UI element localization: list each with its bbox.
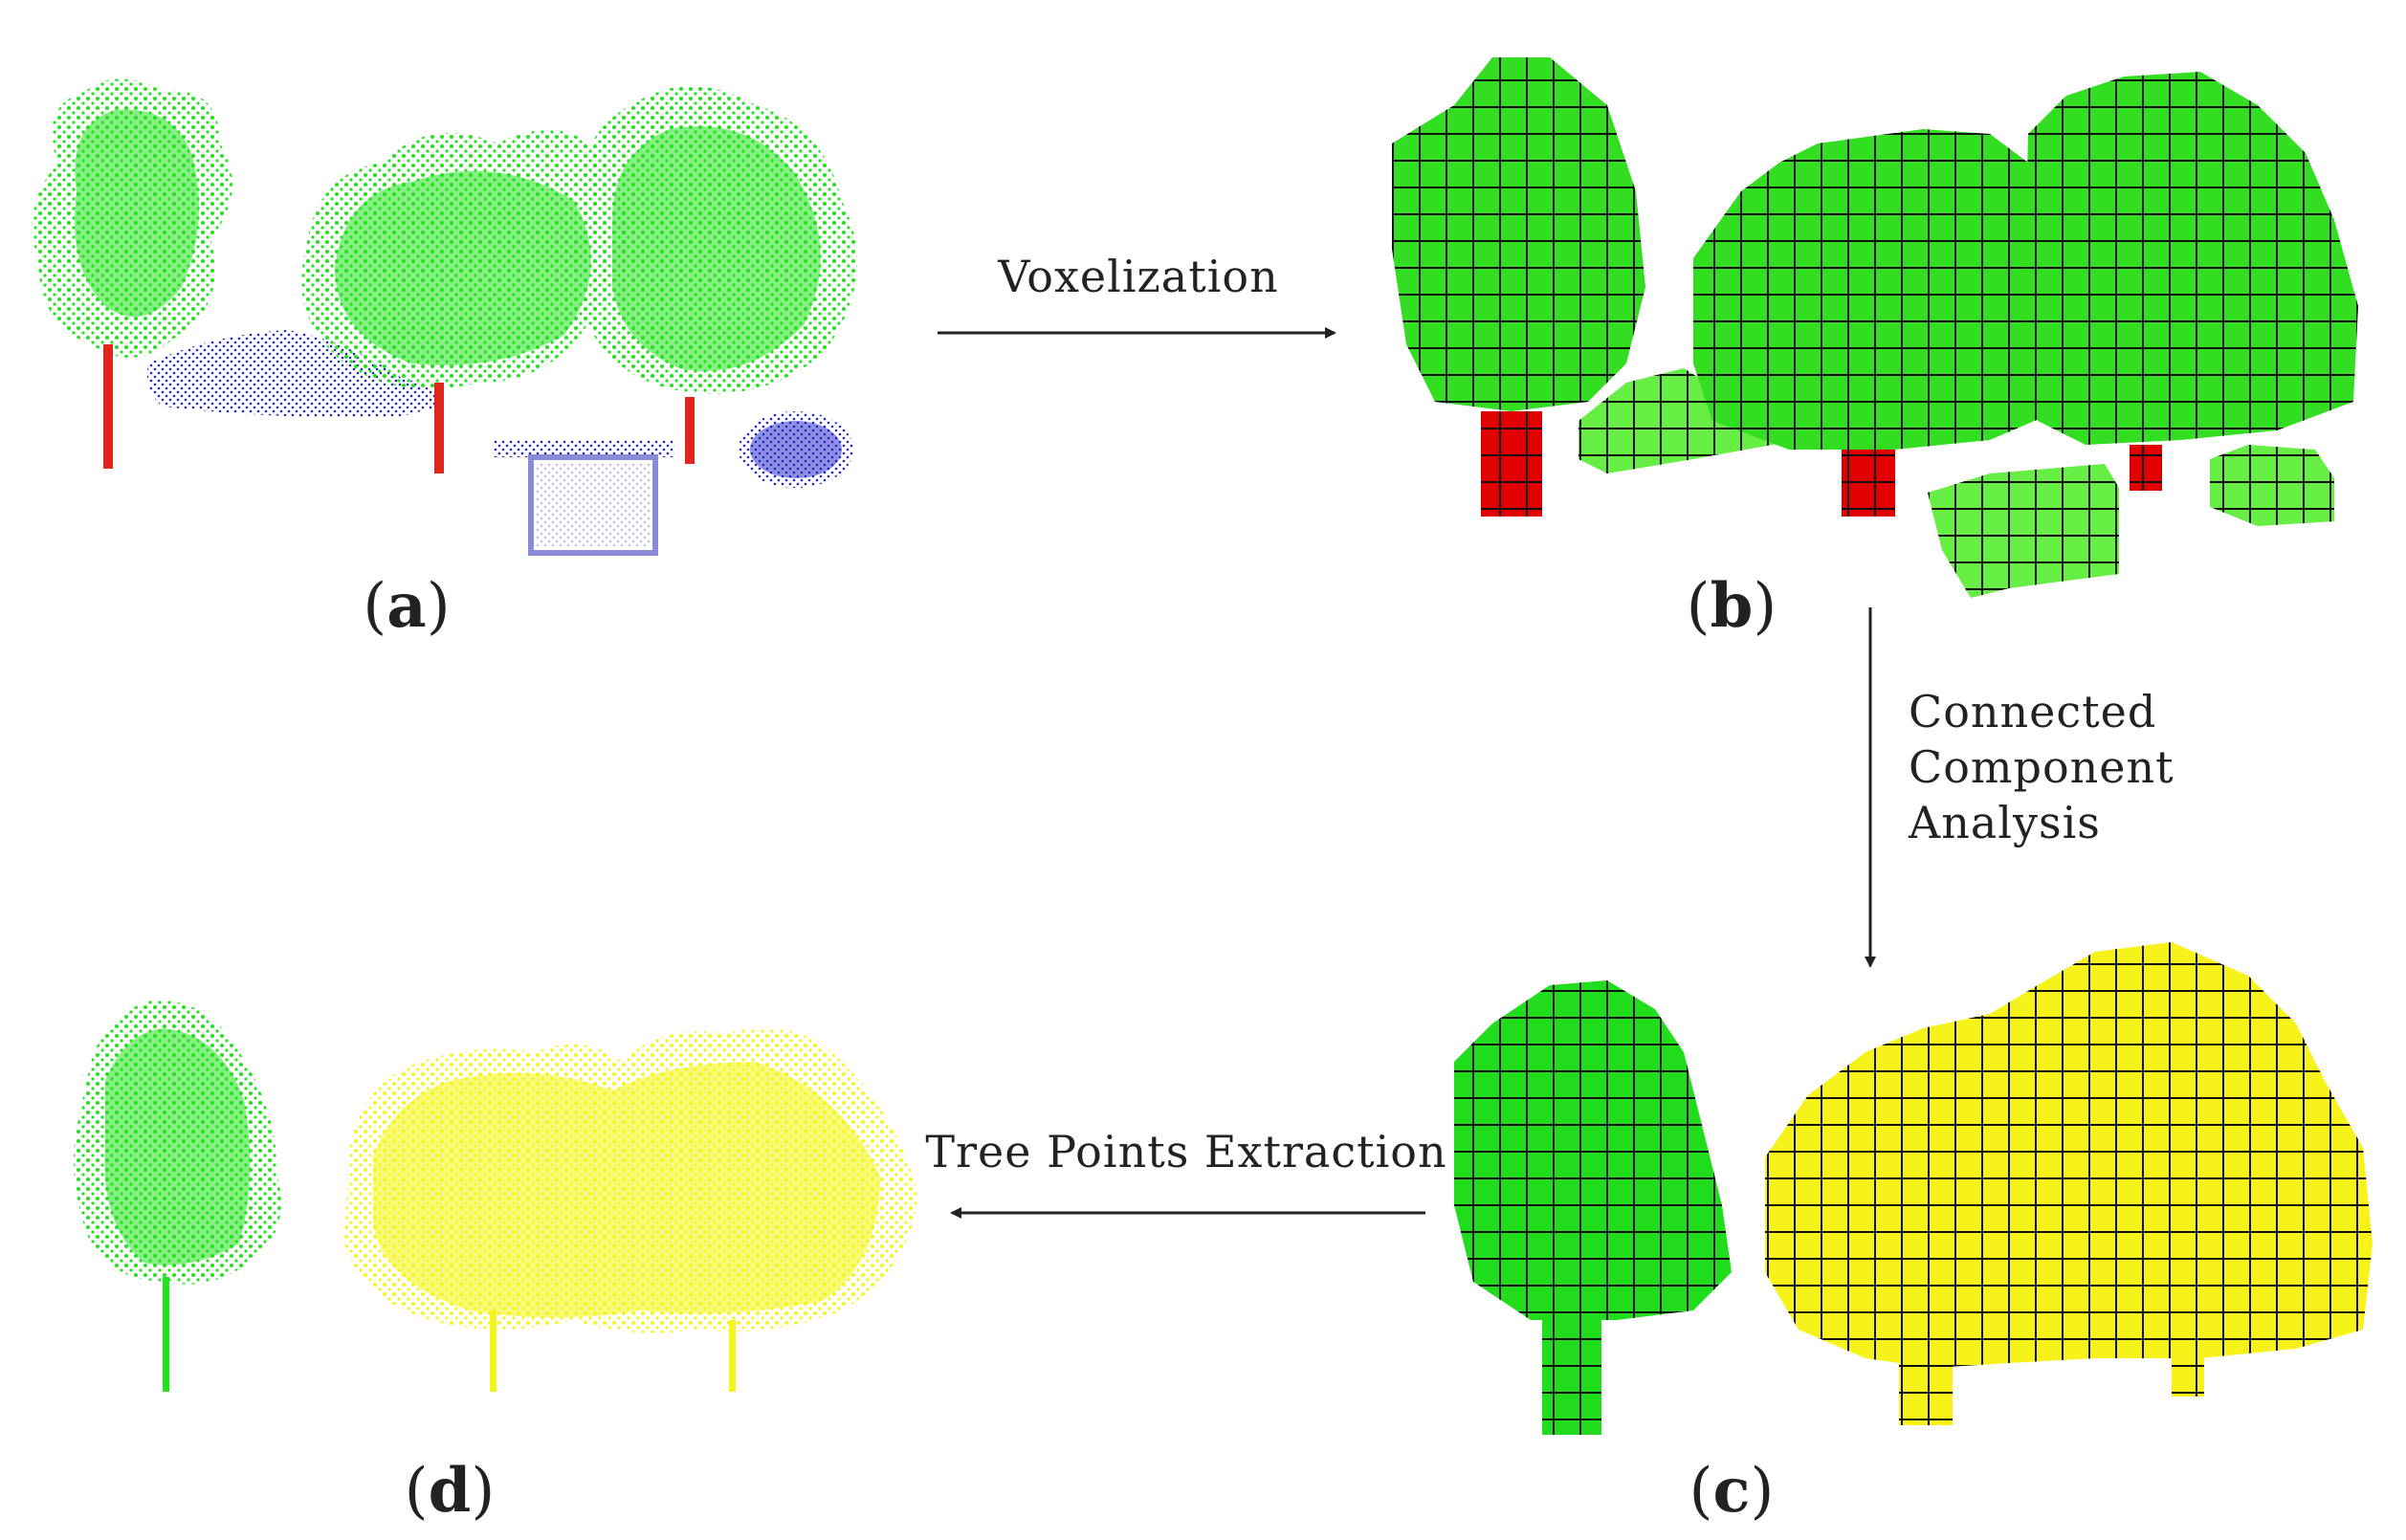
cca-label-line2: Component: [1909, 741, 2174, 793]
voxel-bus-stop: [1928, 464, 2119, 598]
segmented-voxel-tree-green: [1454, 980, 1732, 1435]
voxel-bush: [2210, 445, 2334, 526]
panel-c-segmented-voxels: (c): [1454, 942, 2373, 1527]
panel-b-letter: b: [1711, 570, 1754, 642]
voxel-car: [1578, 368, 1799, 473]
point-cloud-tree-1: [32, 78, 232, 469]
panel-d-label: (d): [405, 1455, 496, 1527]
panel-d-letter: d: [429, 1455, 472, 1527]
panel-c-letter: c: [1713, 1455, 1751, 1527]
voxel-tree-3: [2023, 72, 2358, 491]
panel-a-label: (a): [363, 570, 450, 642]
voxel-tree-2: [1693, 129, 2057, 517]
panel-d-extracted-trees: (d): [74, 1000, 918, 1527]
cca-label-line3: Analysis: [1908, 797, 2101, 848]
voxelization-label: Voxelization: [997, 251, 1278, 302]
voxelization-step: Voxelization: [938, 251, 1336, 339]
panel-b-label: (b): [1687, 570, 1777, 642]
panel-c-label: (c): [1689, 1455, 1775, 1527]
cca-step: Connected Component Analysis: [1865, 607, 2174, 968]
point-cloud-car: [147, 330, 440, 418]
point-cloud-bush: [739, 411, 853, 488]
extracted-trees-yellow: [344, 1027, 918, 1392]
panel-a-letter: a: [386, 570, 426, 642]
panel-a-point-cloud: (a): [32, 78, 857, 642]
cca-label-line1: Connected: [1909, 686, 2156, 737]
voxel-tree-1: [1392, 57, 1645, 517]
segmented-voxel-trees-yellow: [1765, 942, 2373, 1425]
extraction-step: Tree Points Extraction: [925, 1126, 1446, 1219]
point-cloud-tree-2: [301, 129, 628, 473]
point-cloud-tree-3: [574, 86, 857, 464]
extracted-tree-green: [74, 1000, 281, 1392]
extraction-label: Tree Points Extraction: [925, 1126, 1446, 1177]
point-cloud-bus-stop: [493, 440, 674, 556]
panel-b-voxels: (b): [1392, 57, 2358, 642]
